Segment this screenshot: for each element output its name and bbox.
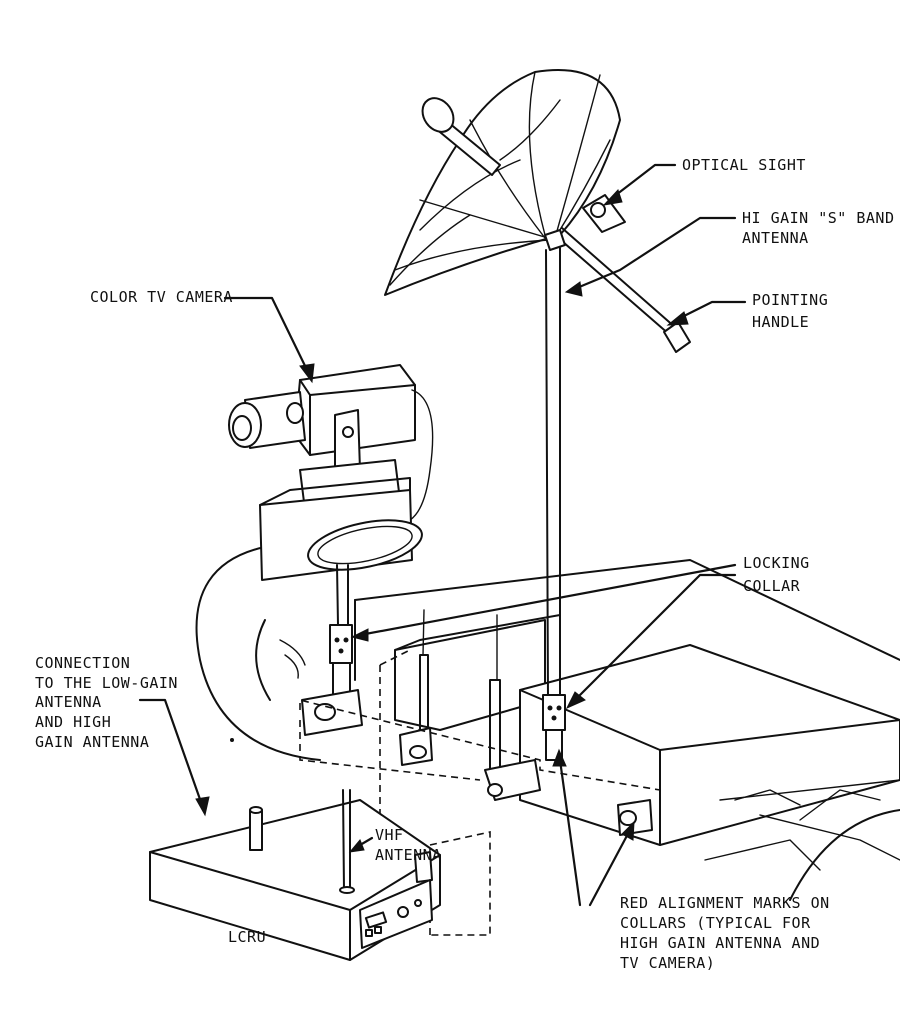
label-lcru: LCRU <box>228 928 266 946</box>
label-color-tv-camera: COLOR TV CAMERA <box>90 288 233 306</box>
callout-labels: OPTICAL SIGHT HI GAIN "S" BAND ANTENNA P… <box>35 156 895 972</box>
label-optical-sight: OPTICAL SIGHT <box>682 156 806 174</box>
label-connection-line5: GAIN ANTENNA <box>35 733 149 751</box>
label-hi-gain-antenna-line1: HI GAIN "S" BAND <box>742 209 895 227</box>
label-pointing-handle-line2: HANDLE <box>752 313 809 331</box>
label-hi-gain-antenna-line2: ANTENNA <box>742 229 809 247</box>
label-connection-line2: TO THE LOW-GAIN <box>35 674 178 692</box>
label-connection-line1: CONNECTION <box>35 654 130 672</box>
whip-antennas <box>399 609 653 836</box>
label-red-alignment-line1: RED ALIGNMENT MARKS ON <box>620 894 830 912</box>
label-pointing-handle-line1: POINTING <box>752 291 828 309</box>
rover-platform <box>354 559 900 901</box>
label-red-alignment-line4: TV CAMERA) <box>620 954 715 972</box>
label-vhf-antenna-line1: VHF <box>375 826 404 844</box>
tv-camera <box>228 364 434 736</box>
label-red-alignment-line2: COLLARS (TYPICAL FOR <box>620 914 811 932</box>
rover-wheel <box>195 544 321 761</box>
leader-lines <box>138 163 747 907</box>
label-connection-line4: AND HIGH <box>35 713 111 731</box>
label-red-alignment-line3: HIGH GAIN ANTENNA AND <box>620 934 820 952</box>
label-locking-collar-line2: COLLAR <box>743 577 801 595</box>
label-locking-collar-line1: LOCKING <box>743 554 810 572</box>
lcru-box <box>149 789 441 961</box>
antenna-mast <box>542 247 566 761</box>
label-vhf-antenna-line2: ANTENNA <box>375 846 442 864</box>
high-gain-dish-antenna <box>384 69 691 353</box>
label-connection-line3: ANTENNA <box>35 693 102 711</box>
